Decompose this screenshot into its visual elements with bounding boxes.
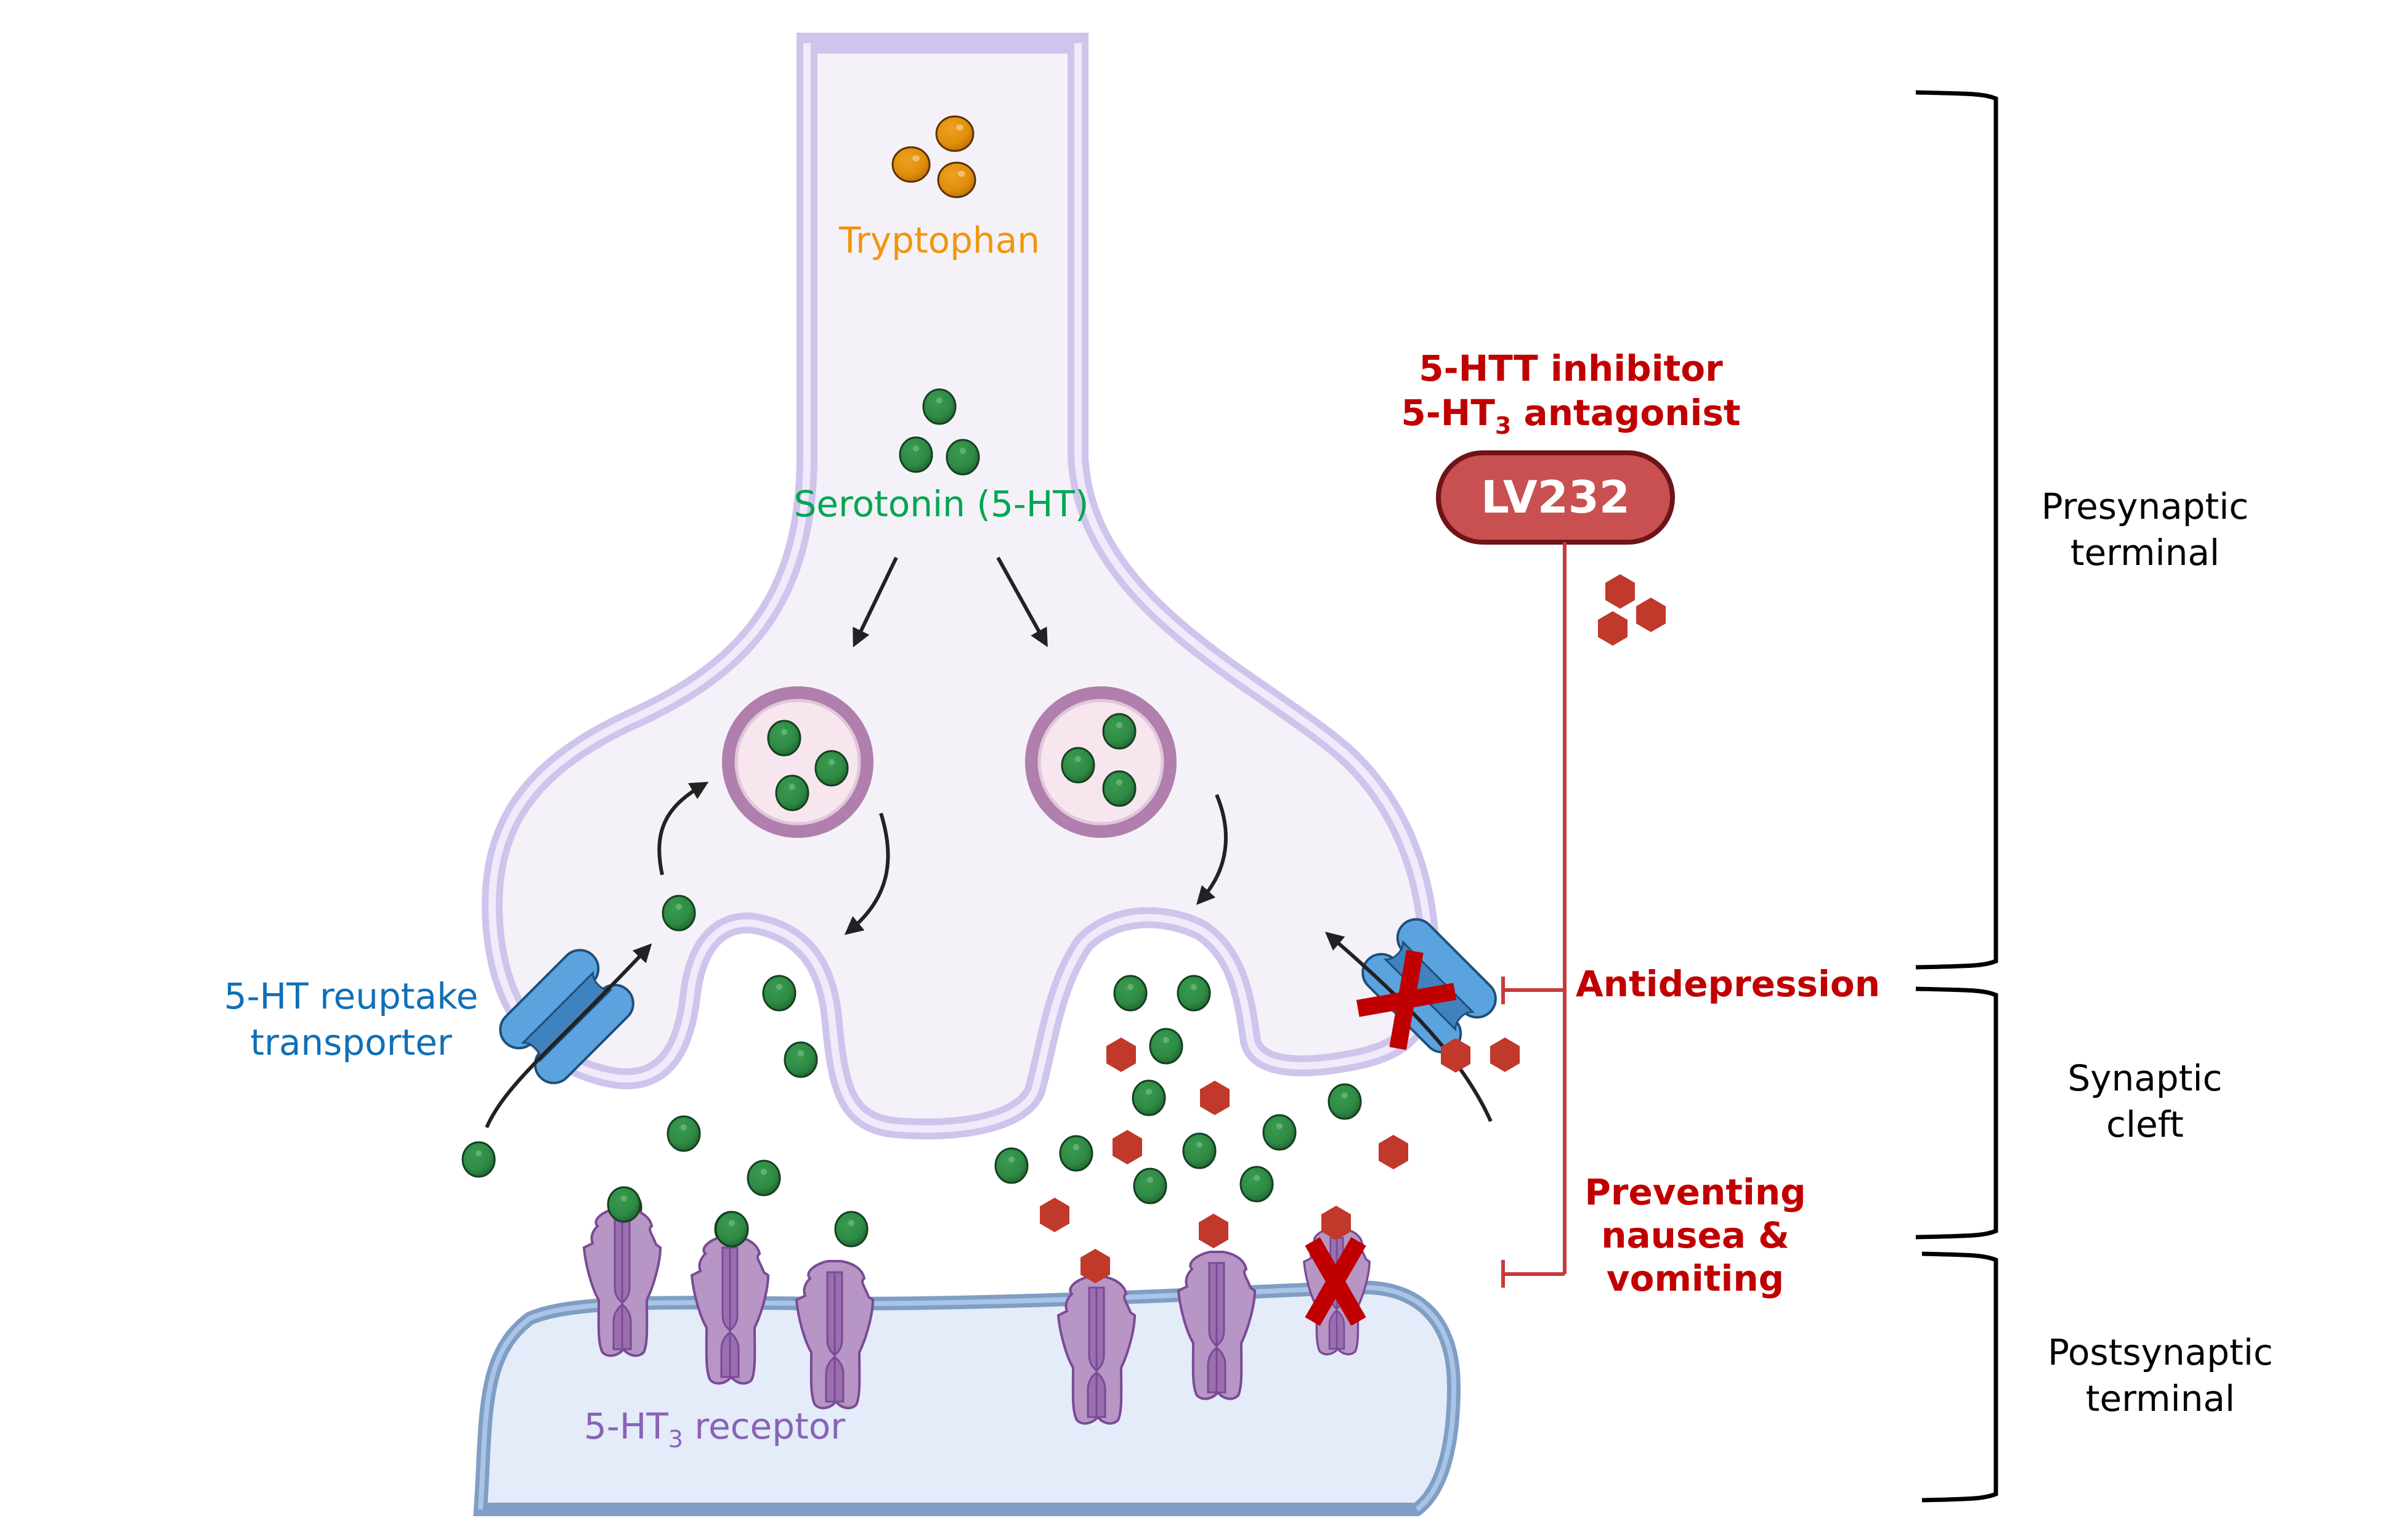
serotonin-molecule [1102, 713, 1137, 750]
transporter-label-line2: transporter [250, 1021, 452, 1063]
effect-nausea-line3: vomiting [1607, 1257, 1784, 1299]
serotonin-molecule [899, 436, 933, 473]
transporter-label: 5-HT reuptake transporter [224, 975, 479, 1063]
serotonin-molecule [662, 895, 696, 932]
region-brackets [1915, 90, 1998, 1503]
drug-role-line2: 5-HT3 antagonist [1401, 392, 1740, 439]
serotonin-molecule [784, 1041, 818, 1078]
receptor-blocked [1303, 1206, 1371, 1355]
serotonin-molecule [1132, 1079, 1166, 1116]
serotonin-molecule [1113, 975, 1148, 1012]
lv232-molecule [1200, 1081, 1230, 1115]
tryptophan-label: Tryptophan [838, 219, 1040, 261]
region-presynaptic-line2: terminal [2070, 532, 2219, 574]
drug-info: 5-HTT inhibitor 5-HT3 antagonist LV232 [1401, 347, 1741, 646]
serotonin-molecule [1149, 1028, 1183, 1065]
effects: Antidepression Preventing nausea & vomit… [1576, 963, 1880, 1299]
drug-badge[interactable]: LV232 [1436, 450, 1675, 545]
inhibition-lines [1501, 542, 1567, 1288]
receptor-label: 5-HT3 receptor [584, 1405, 845, 1453]
lv232-molecule [1106, 1038, 1136, 1072]
serotonin-molecule [607, 1186, 641, 1223]
serotonin-label: Serotonin (5-HT) [794, 483, 1089, 525]
serotonin-molecule [1133, 1167, 1167, 1204]
serotonin-group: Serotonin (5-HT) [794, 388, 1089, 525]
drug-role-line1: 5-HTT inhibitor [1419, 347, 1723, 389]
blocked-x-icon [1305, 1237, 1366, 1326]
serotonin-molecule [775, 774, 809, 811]
serotonin-molecule [715, 1211, 749, 1248]
effect-nausea-line2: nausea & [1601, 1214, 1790, 1256]
arrow-icon [1196, 794, 1228, 905]
reuptake-transporter-blocked [1324, 912, 1520, 1123]
arrow-icon [996, 556, 1048, 648]
serotonin-molecule [767, 720, 801, 757]
lv232-molecule [1113, 1130, 1142, 1164]
transporter-label-line1: 5-HT reuptake [224, 975, 479, 1017]
lv232-molecule [1636, 598, 1666, 632]
effect-nausea-line1: Preventing [1584, 1171, 1806, 1213]
serotonin-molecule [946, 439, 980, 476]
serotonin-molecule [762, 975, 797, 1012]
serotonin-molecule [1239, 1166, 1274, 1203]
tryptophan-molecule [891, 146, 931, 183]
serotonin-molecule [994, 1147, 1029, 1184]
vesicle [722, 686, 874, 838]
serotonin-molecule [1061, 747, 1095, 784]
arrow-icon [657, 781, 709, 875]
region-cleft-line1: Synaptic [2067, 1057, 2222, 1099]
drug-name: LV232 [1481, 471, 1630, 523]
lv232-molecule [1598, 611, 1628, 646]
bracket-postsynaptic [1921, 1251, 1998, 1503]
tryptophan-molecule [935, 115, 975, 152]
tryptophan-group: Tryptophan [838, 115, 1040, 261]
serotonin-molecule [747, 1159, 781, 1196]
lv232-molecule [1199, 1214, 1228, 1248]
reuptake-transporter-active [461, 895, 696, 1178]
arrow-icon [853, 556, 898, 648]
lv232-molecule [1379, 1135, 1408, 1169]
lv232-molecule [1490, 1038, 1520, 1072]
serotonin-molecule [461, 1141, 496, 1178]
receptors-right [1057, 1206, 1371, 1425]
serotonin-molecule [1177, 975, 1211, 1012]
region-postsynaptic-line2: terminal [2086, 1378, 2235, 1419]
serotonin-molecule [1182, 1132, 1217, 1169]
region-labels: Presynaptic terminal Synaptic cleft Post… [2041, 485, 2273, 1419]
blocked-x-icon [1356, 949, 1457, 1050]
serotonin-molecule [834, 1211, 869, 1248]
effect-antidepression: Antidepression [1576, 963, 1880, 1005]
synthesis-arrows [657, 556, 1228, 935]
serotonin-molecule [1102, 770, 1137, 807]
serotonin-molecule [1059, 1135, 1093, 1172]
region-presynaptic-line1: Presynaptic [2041, 485, 2249, 527]
arrow-icon [1324, 932, 1493, 1123]
serotonin-molecule [1328, 1083, 1362, 1120]
serotonin-molecule [814, 750, 849, 787]
bracket-presynaptic [1915, 90, 1998, 970]
tryptophan-molecule [937, 161, 976, 198]
arrow-icon [844, 813, 890, 935]
bracket-cleft [1915, 986, 1998, 1240]
serotonin-molecule [667, 1115, 701, 1152]
region-postsynaptic-line1: Postsynaptic [2048, 1331, 2273, 1373]
arrow-icon [485, 943, 652, 1129]
vesicle [1025, 686, 1177, 838]
region-cleft-line2: cleft [2106, 1103, 2184, 1145]
serotonin-molecule [922, 388, 957, 425]
lv232-molecule [1605, 574, 1635, 609]
lv232-molecule [1040, 1198, 1069, 1232]
serotonin-molecule [1262, 1114, 1297, 1151]
